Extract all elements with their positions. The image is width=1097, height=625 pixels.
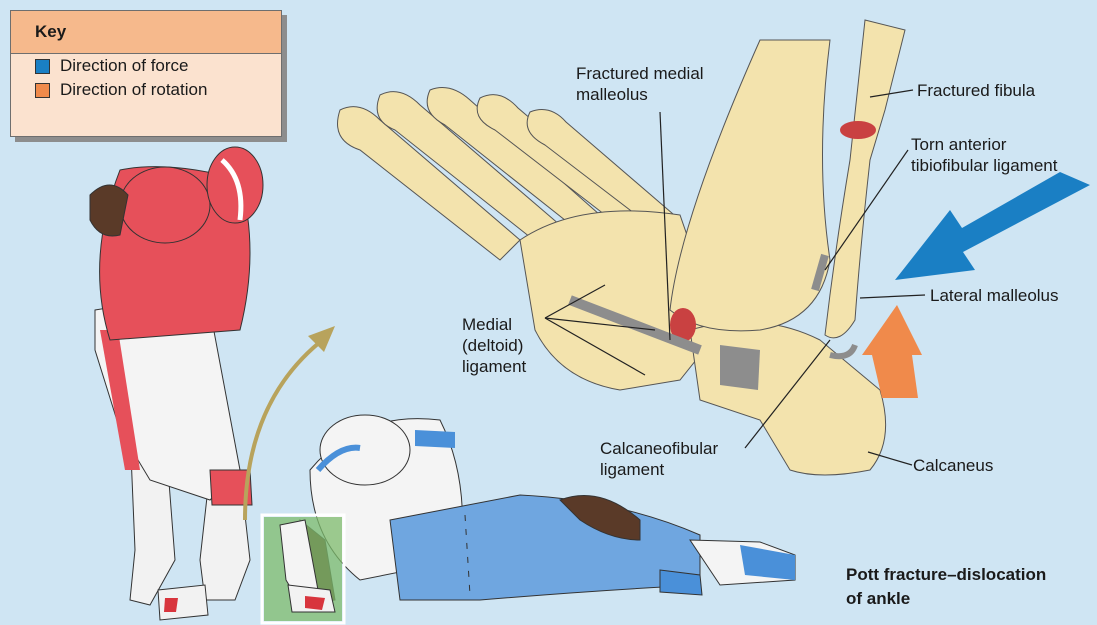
- key-item-force: Direction of force: [35, 54, 281, 78]
- label-torn-ligament: Torn anterior tibiofibular ligament: [911, 134, 1057, 176]
- key-item-label: Direction of rotation: [60, 80, 207, 100]
- ankle-inset-box: [262, 515, 344, 623]
- label-calcaneus: Calcaneus: [913, 455, 993, 476]
- force-swatch: [35, 59, 50, 74]
- label-lateral-malleolus: Lateral malleolus: [930, 285, 1059, 306]
- label-medial-ligament: Medial (deltoid) ligament: [462, 314, 526, 377]
- key-item-label: Direction of force: [60, 56, 189, 76]
- standing-player: [90, 147, 263, 620]
- label-calcaneofibular: Calcaneofibular ligament: [600, 438, 718, 480]
- figure-caption: Pott fracture–dislocation of ankle: [846, 563, 1046, 611]
- force-arrow: [895, 172, 1090, 280]
- key-legend: Key Direction of force Direction of rota…: [10, 10, 282, 137]
- fallen-player: [300, 415, 795, 605]
- label-fractured-medial-malleolus: Fractured medial malleolus: [576, 63, 704, 105]
- rotation-swatch: [35, 83, 50, 98]
- label-fractured-fibula: Fractured fibula: [917, 80, 1035, 101]
- caption-line-1: Pott fracture–dislocation: [846, 563, 1046, 587]
- key-item-rotation: Direction of rotation: [35, 78, 281, 102]
- key-title: Key: [11, 11, 281, 54]
- caption-line-2: of ankle: [846, 587, 1046, 611]
